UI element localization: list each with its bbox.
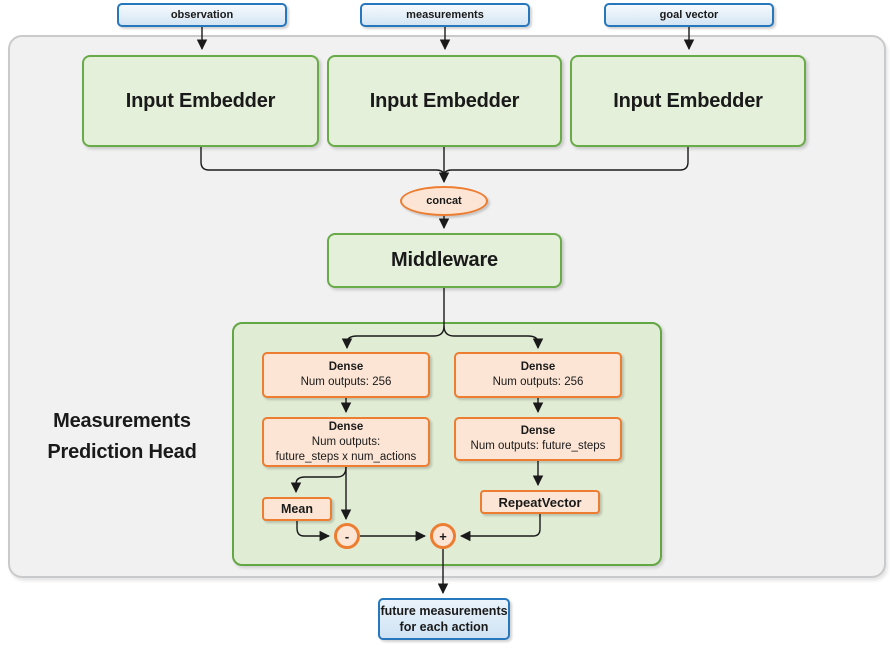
dense-left-1-outputs: Num outputs: 256 — [300, 376, 392, 388]
wire-mean-to-minus — [296, 521, 331, 542]
subtract-op-label: - — [344, 528, 350, 544]
mean-label: Mean — [281, 502, 313, 516]
middleware-box: Middleware — [327, 233, 562, 288]
input-embedder-3-label: Input Embedder — [613, 89, 763, 112]
wire-split-left — [341, 325, 445, 350]
dense-right-2-outputs: Num outputs: future_steps — [470, 440, 606, 452]
subtract-op-node: - — [334, 523, 360, 549]
dense-right-2-title: Dense — [520, 425, 556, 437]
input-node-observation-label: observation — [170, 9, 234, 21]
output-node: future measurements for each action — [378, 598, 510, 640]
wire-embedder3-merge — [443, 147, 689, 177]
output-node-line1: future measurements — [380, 604, 508, 618]
input-node-observation: observation — [117, 3, 287, 27]
prediction-head-title-line2: Prediction Head — [47, 441, 197, 463]
add-op-node: + — [430, 523, 456, 549]
add-op-label: + — [439, 528, 447, 544]
repeat-vector-label: RepeatVector — [498, 494, 582, 510]
input-embedder-box-1: Input Embedder — [82, 55, 319, 147]
input-embedder-box-3: Input Embedder — [570, 55, 806, 147]
input-node-goal-vector: goal vector — [604, 3, 774, 27]
dense-left-2-outputs-line2: future_steps x num_actions — [275, 450, 417, 463]
repeat-vector-box: RepeatVector — [480, 490, 600, 514]
concat-node: concat — [400, 186, 488, 216]
dense-right-1-title: Dense — [520, 361, 556, 373]
input-embedder-1-label: Input Embedder — [125, 89, 276, 112]
mean-box: Mean — [262, 497, 332, 521]
dense-left-1: Dense Num outputs: 256 — [262, 352, 430, 398]
dense-right-2: Dense Num outputs: future_steps — [454, 417, 622, 461]
dense-left-1-title: Dense — [328, 361, 364, 373]
wire-split-right — [443, 325, 544, 350]
prediction-head-title: Measurements Prediction Head — [22, 406, 222, 468]
prediction-head-title-line1: Measurements — [53, 410, 191, 432]
dense-right-1-outputs: Num outputs: 256 — [492, 376, 584, 388]
dense-left-2-outputs-line1: Num outputs: — [311, 435, 381, 448]
input-node-goal-vector-label: goal vector — [659, 9, 719, 21]
input-node-measurements-label: measurements — [406, 9, 484, 21]
input-node-measurements: measurements — [360, 3, 530, 27]
input-embedder-box-2: Input Embedder — [327, 55, 562, 147]
concat-label: concat — [426, 195, 462, 207]
dense-left-2: Dense Num outputs: future_steps x num_ac… — [262, 417, 430, 467]
wire-repeatvector-to-plus — [459, 514, 541, 542]
input-embedder-2-label: Input Embedder — [369, 89, 520, 112]
dense-right-1: Dense Num outputs: 256 — [454, 352, 622, 398]
output-node-line2: for each action — [399, 620, 489, 634]
wire-dense2-to-mean — [290, 466, 347, 494]
wire-embedder1-merge — [200, 147, 445, 177]
middleware-label: Middleware — [391, 249, 498, 271]
dense-left-2-title: Dense — [328, 420, 364, 433]
